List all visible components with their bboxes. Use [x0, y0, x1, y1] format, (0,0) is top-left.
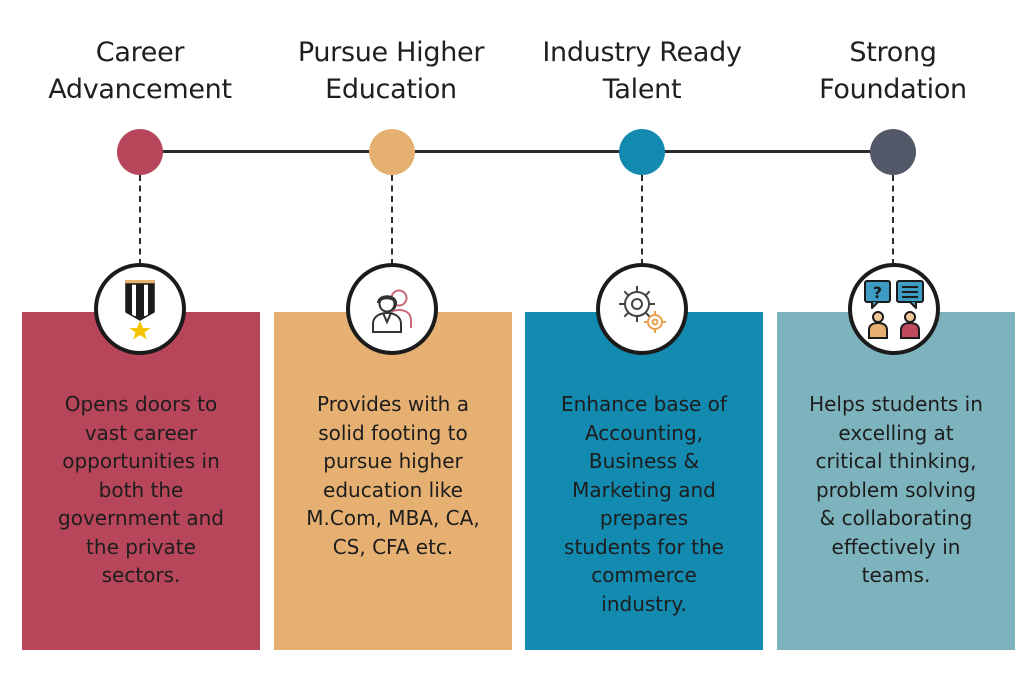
description-line: Accounting, [584, 420, 704, 445]
timeline-dot-4 [870, 129, 916, 175]
timeline-dot-3 [619, 129, 665, 175]
card-pursue-higher-education: Provides with a solid footing to pursue … [274, 312, 512, 650]
description-line: Business & [588, 449, 700, 473]
description-line: & collaborating [819, 506, 973, 530]
description-line: prepares [599, 506, 689, 530]
card-strong-foundation: Helps students in excelling at critical … [777, 312, 1015, 650]
description-line: Helps students in [809, 392, 983, 416]
description-line: students for the [564, 534, 724, 559]
description-line: the private [86, 534, 196, 559]
students-icon [372, 289, 412, 333]
discussion-icon-badge: ? [848, 263, 940, 355]
dashed-connector-1 [139, 175, 141, 265]
title-line: Foundation [819, 74, 967, 105]
description-line: Marketing and [572, 477, 716, 502]
title-line: Strong [849, 37, 937, 68]
title-line: Talent [602, 74, 682, 105]
description-line: both the [98, 477, 184, 502]
gears-icon [619, 286, 666, 333]
medal-icon [125, 280, 155, 340]
description-line: Enhance base of [561, 392, 727, 416]
description-line: industry. [601, 591, 687, 616]
description-line: government and [58, 506, 224, 530]
step-title-career-advancement: Career Advancement [20, 34, 260, 108]
dashed-connector-3 [641, 175, 643, 265]
description-line: problem solving [815, 477, 977, 502]
description-line: effectively in [831, 534, 961, 559]
description-line: critical thinking, [815, 449, 977, 473]
description-line: excelling at [838, 420, 954, 445]
description-line: vast career [84, 420, 198, 445]
title-line: Pursue Higher [297, 37, 485, 68]
description-line: sectors. [101, 563, 181, 587]
card-industry-ready-talent: Enhance base of Accounting, Business & M… [525, 312, 763, 650]
dashed-connector-4 [892, 175, 894, 265]
description-line: solid footing to [318, 420, 468, 445]
description-line: pursue higher [323, 449, 463, 473]
timeline-dot-2 [369, 129, 415, 175]
card-description: Helps students in excelling at critical … [777, 390, 1015, 590]
card-career-advancement: Opens doors to vast career opportunities… [22, 312, 260, 650]
title-line: Career [95, 37, 185, 68]
medal-icon-badge [94, 263, 186, 355]
title-line: Education [325, 74, 457, 105]
description-line: Provides with a [317, 392, 469, 416]
gears-icon-badge [596, 263, 688, 355]
description-line: CS, CFA etc. [332, 534, 454, 559]
description-line: education like [323, 477, 463, 502]
description-line: Opens doors to [64, 392, 218, 416]
svg-text:?: ? [873, 283, 882, 302]
card-description: Provides with a solid footing to pursue … [274, 390, 512, 561]
title-line: Industry Ready [542, 37, 742, 68]
step-title-pursue-higher-education: Pursue Higher Education [271, 34, 511, 108]
dashed-connector-2 [391, 175, 393, 265]
step-title-industry-ready-talent: Industry Ready Talent [522, 34, 762, 108]
timeline-line [140, 150, 894, 153]
card-description: Opens doors to vast career opportunities… [22, 390, 260, 590]
description-line: teams. [861, 563, 931, 587]
students-icon-badge [346, 263, 438, 355]
description-line: M.Com, MBA, CA, [306, 506, 480, 530]
description-line: commerce [591, 563, 697, 587]
card-description: Enhance base of Accounting, Business & M… [525, 390, 763, 618]
description-line: opportunities in [62, 449, 220, 473]
discussion-icon: ? [864, 280, 924, 339]
title-line: Advancement [48, 74, 232, 105]
step-title-strong-foundation: Strong Foundation [773, 34, 1013, 108]
timeline-dot-1 [117, 129, 163, 175]
